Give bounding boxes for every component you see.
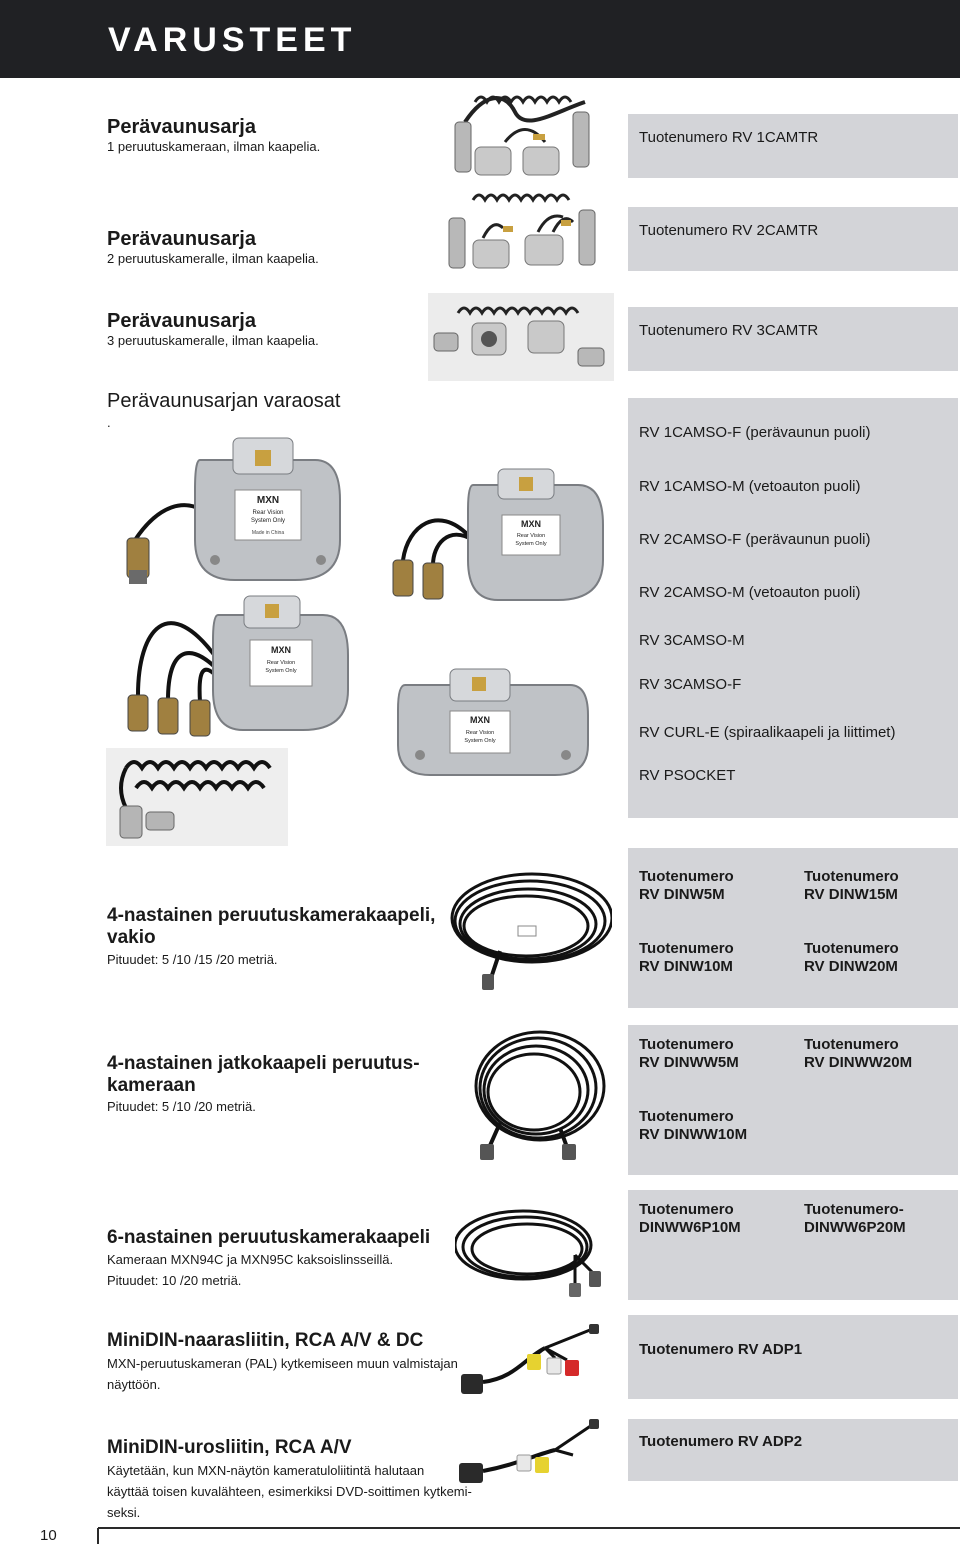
cable-2-subtitle: Pituudet: 5 /10 /20 metriä.: [107, 1099, 256, 1114]
adapter-1-title: MiniDIN-naarasliitin, RCA A/V & DC: [107, 1330, 424, 1351]
spare-part-item: RV 2CAMSO-M (vetoauton puoli): [639, 584, 861, 601]
socket-label-line2: System Only: [265, 668, 296, 674]
socket-label-brand: MXN: [271, 645, 291, 655]
cable-1-code-label: Tuotenumero: [639, 940, 734, 957]
cable-3-code-label: Tuotenumero: [639, 1201, 734, 1218]
spare-parts-box: RV 1CAMSO-F (perävaunun puoli) RV 1CAMSO…: [628, 398, 958, 818]
socket-label-line2: System Only: [515, 541, 546, 547]
spare-part-item: RV 1CAMSO-M (vetoauton puoli): [639, 478, 861, 495]
cable-2-code-box: Tuotenumero RV DINWW5M Tuotenumero RV DI…: [628, 1025, 958, 1175]
adapter-1-code-box: Tuotenumero RV ADP1: [628, 1315, 958, 1399]
cable-1-code-label: Tuotenumero: [804, 940, 899, 957]
cable-1-code: RV DINW15M: [804, 886, 898, 903]
trailer-set-1-code: Tuotenumero RV 1CAMTR: [639, 129, 819, 146]
socket-3cam-image: MXN Rear Vision System Only: [108, 590, 353, 740]
adapter-1-image: [455, 1318, 610, 1400]
cable-1-title-line2: vakio: [107, 927, 156, 948]
socket-plain-image: MXN Rear Vision System Only: [390, 665, 590, 780]
socket-label-brand: MXN: [521, 519, 541, 529]
cable-2-code-label: Tuotenumero: [639, 1108, 734, 1125]
trailer-set-2-code-box: Tuotenumero RV 2CAMTR: [628, 207, 958, 271]
cable-2-title-line2: kameraan: [107, 1075, 196, 1096]
trailer-set-2-title: Perävaunusarja: [107, 228, 256, 250]
trailer-set-1-image: [445, 92, 605, 192]
cable-3-subtitle-line1: Kameraan MXN94C ja MXN95C kaksoislinssei…: [107, 1252, 394, 1267]
adapter-1-code: Tuotenumero RV ADP1: [639, 1341, 803, 1358]
footer-rule: [98, 1527, 960, 1529]
trailer-set-3-code-box: Tuotenumero RV 3CAMTR: [628, 307, 958, 371]
cable-3-code: DINWW6P20M: [804, 1219, 906, 1236]
adapter-2-code: Tuotenumero RV ADP2: [639, 1433, 803, 1450]
adapter-2-code-box: Tuotenumero RV ADP2: [628, 1419, 958, 1481]
trailer-set-2-image: [443, 190, 605, 280]
socket-label-line1: Rear Vision: [517, 533, 545, 539]
trailer-set-2-code: Tuotenumero RV 2CAMTR: [639, 222, 819, 239]
footer-rule-tick: [97, 1528, 99, 1544]
trailer-set-3-title: Perävaunusarja: [107, 310, 256, 332]
socket-label-line1: Rear Vision: [466, 730, 494, 736]
cable-2-code-label: Tuotenumero: [804, 1036, 899, 1053]
spare-part-item: RV PSOCKET: [639, 767, 736, 784]
page-title: VARUSTEET: [108, 21, 357, 59]
cable-1-code: RV DINW5M: [639, 886, 725, 903]
trailer-set-3-subtitle: 3 peruutuskameralle, ilman kaapelia.: [107, 333, 319, 348]
cable-3-code-label: Tuotenumero-: [804, 1201, 904, 1218]
socket-label-line2: System Only: [251, 518, 285, 524]
cable-3-code: DINWW6P10M: [639, 1219, 741, 1236]
adapter-1-desc-line1: MXN-peruutuskameran (PAL) kytkemiseen mu…: [107, 1356, 458, 1371]
cable-1-code-box: Tuotenumero RV DINW5M Tuotenumero RV DIN…: [628, 848, 958, 1008]
spare-parts-title: Perävaunusarjan varaosat: [107, 390, 341, 412]
cable-1-code-label: Tuotenumero: [639, 868, 734, 885]
adapter-2-title: MiniDIN-urosliitin, RCA A/V: [107, 1437, 352, 1458]
cable-2-code-label: Tuotenumero: [639, 1036, 734, 1053]
trailer-set-3-code: Tuotenumero RV 3CAMTR: [639, 322, 819, 339]
curl-cable-image: [106, 748, 288, 846]
socket-1cam-image: MXN Rear Vision System Only Made in Chin…: [115, 430, 350, 595]
cable-1-code: RV DINW20M: [804, 958, 898, 975]
socket-label-brand: MXN: [470, 715, 490, 725]
adapter-2-desc-line1: Käytetään, kun MXN-näytön kameratuloliit…: [107, 1463, 425, 1478]
adapter-2-desc-line2: käyttää toisen kuvalähteen, esimerkiksi …: [107, 1484, 472, 1499]
socket-label-brand: MXN: [257, 495, 279, 506]
spare-part-item: RV CURL-E (spiraalikaapeli ja liittimet): [639, 724, 896, 741]
cable-1-code-label: Tuotenumero: [804, 868, 899, 885]
socket-label-line1: Rear Vision: [267, 660, 295, 666]
page-number: 10: [40, 1527, 57, 1544]
spare-part-item: RV 3CAMSO-F: [639, 676, 742, 693]
spare-part-item: RV 3CAMSO-M: [639, 632, 745, 649]
cable-2-code: RV DINWW20M: [804, 1054, 913, 1071]
page-header: VARUSTEET: [0, 0, 960, 78]
spare-parts-subtitle: .: [107, 415, 111, 430]
socket-label-line1: Rear Vision: [253, 510, 284, 516]
spare-part-item: RV 1CAMSO-F (perävaunun puoli): [639, 424, 871, 441]
socket-label-line2: System Only: [464, 738, 495, 744]
trailer-set-1-code-box: Tuotenumero RV 1CAMTR: [628, 114, 958, 178]
trailer-set-2-subtitle: 2 peruutuskameralle, ilman kaapelia.: [107, 251, 319, 266]
trailer-set-3-image: [428, 293, 614, 381]
adapter-2-image: [455, 1415, 610, 1490]
cable-1-image: [440, 866, 612, 994]
socket-label-country: Made in China: [252, 530, 284, 536]
trailer-set-1-subtitle: 1 peruutuskameraan, ilman kaapelia.: [107, 139, 321, 154]
cable-3-title: 6-nastainen peruutuskamerakaapeli: [107, 1227, 431, 1248]
cable-1-code: RV DINW10M: [639, 958, 733, 975]
cable-2-title-line1: 4-nastainen jatkokaapeli peruutus-: [107, 1053, 420, 1074]
cable-1-title-line1: 4-nastainen peruutuskamerakaapeli,: [107, 905, 436, 926]
cable-2-code: RV DINWW5M: [639, 1054, 739, 1071]
cable-3-subtitle-line2: Pituudet: 10 /20 metriä.: [107, 1273, 242, 1288]
cable-2-code: RV DINWW10M: [639, 1126, 748, 1143]
cable-1-subtitle: Pituudet: 5 /10 /15 /20 metriä.: [107, 952, 278, 967]
socket-2cam-image: MXN Rear Vision System Only: [378, 465, 610, 615]
adapter-1-desc-line2: näyttöön.: [107, 1377, 161, 1392]
cable-3-image: [455, 1205, 610, 1300]
cable-3-code-box: Tuotenumero DINWW6P10M Tuotenumero- DINW…: [628, 1190, 958, 1300]
cable-2-image: [460, 1028, 608, 1163]
trailer-set-1-title: Perävaunusarja: [107, 116, 256, 138]
adapter-2-desc-line3: seksi.: [107, 1505, 141, 1520]
spare-part-item: RV 2CAMSO-F (perävaunun puoli): [639, 531, 871, 548]
